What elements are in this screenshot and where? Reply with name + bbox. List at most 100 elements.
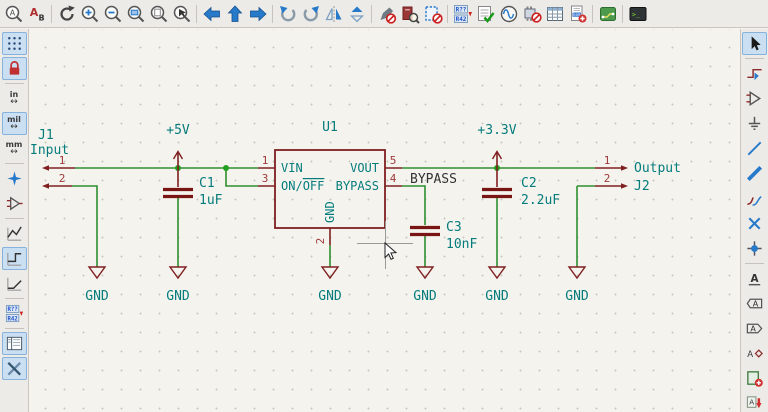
zoom-selection-button[interactable]	[171, 2, 193, 25]
power-symbol-5v[interactable]: +5V	[166, 123, 190, 168]
hierarchical-label-button[interactable]: A	[742, 317, 767, 340]
highlight-net-button[interactable]	[742, 62, 767, 85]
zoom-page-button[interactable]	[148, 2, 170, 25]
unit-mil-button[interactable]: mil↔	[1, 112, 27, 135]
zoom-out-icon	[104, 5, 121, 22]
import-sheet-pin-button[interactable]: A	[742, 392, 767, 412]
toolbar-separator	[272, 4, 273, 23]
svg-text:GND: GND	[318, 289, 342, 304]
toolbar-separator	[4, 163, 24, 164]
lock-button[interactable]	[1, 57, 27, 80]
place-sheet-button[interactable]	[742, 367, 767, 390]
place-wire-button[interactable]	[742, 137, 767, 160]
connector-j2[interactable]: 1 2 Output J2	[595, 154, 681, 194]
annotate-auto-button[interactable]: R?? R42	[2, 302, 27, 325]
cursor-shape-button[interactable]	[2, 167, 27, 190]
toolbar-separator	[4, 218, 24, 219]
unit-inch-button[interactable]: in↔	[2, 87, 27, 110]
edit-disabled-button[interactable]	[376, 2, 398, 25]
place-sheet-icon	[747, 371, 763, 387]
assign-footprints-button[interactable]	[521, 2, 543, 25]
place-power-button[interactable]	[742, 112, 767, 135]
place-bus-button[interactable]	[742, 162, 767, 185]
right-angle-icon	[6, 252, 21, 266]
zoom-selection-icon	[173, 5, 190, 22]
zoom-out-button[interactable]	[102, 2, 124, 25]
grid-toggle-button[interactable]	[1, 32, 27, 55]
nav-up-button[interactable]	[224, 2, 246, 25]
refresh-button[interactable]	[56, 2, 78, 25]
schematic-drawing: J1 Input 1 2 +5V C1 1uF	[30, 120, 681, 304]
simulator-button[interactable]	[498, 2, 520, 25]
hidden-pins-button[interactable]	[2, 192, 27, 215]
lock-icon	[9, 61, 19, 75]
angle-45-icon	[6, 277, 22, 291]
capacitor-c1[interactable]: C1 1uF	[163, 168, 223, 208]
svg-text:GND: GND	[565, 289, 589, 304]
fields-table-button[interactable]	[544, 2, 566, 25]
no-connect-button[interactable]	[742, 212, 767, 235]
gnd-symbols[interactable]	[87, 266, 587, 280]
open-pcbnew-button[interactable]	[597, 2, 619, 25]
bus-entry-button[interactable]	[742, 187, 767, 210]
no-connect-icon	[748, 217, 761, 230]
text-size-button[interactable]: A B	[26, 2, 48, 25]
junction-button[interactable]	[742, 237, 767, 260]
sheet-disabled-button[interactable]	[422, 2, 444, 25]
toolbar-separator	[447, 4, 448, 23]
zoom-fit-button[interactable]	[125, 2, 147, 25]
top-toolbar: A A B	[0, 0, 768, 28]
wire-free-angle-button[interactable]	[2, 222, 27, 245]
tools-icon	[7, 361, 21, 376]
svg-text:GND: GND	[323, 201, 337, 223]
unit-mm-button[interactable]: mm↔	[2, 137, 27, 160]
left-toolbar: in↔ mil↔ mm↔	[0, 29, 29, 412]
place-bus-icon	[746, 165, 763, 182]
nav-left-button[interactable]	[201, 2, 223, 25]
schematic-canvas[interactable]: J1 Input 1 2 +5V C1 1uF	[30, 29, 740, 412]
place-symbol-button[interactable]	[742, 87, 767, 110]
hidden-pins-icon	[6, 196, 23, 211]
wire-45-button[interactable]	[2, 272, 27, 295]
toolbar-separator	[622, 4, 623, 23]
library-browser-button[interactable]	[399, 2, 421, 25]
capacitor-c2[interactable]: C2 2.2uF	[482, 168, 560, 208]
net-label-bypass[interactable]: BYPASS	[410, 172, 457, 187]
zoom-in-button[interactable]	[79, 2, 101, 25]
wire-hv-button[interactable]	[1, 247, 27, 270]
nav-right-button[interactable]	[247, 2, 269, 25]
svg-text:J1: J1	[38, 128, 54, 143]
wires[interactable]	[72, 167, 595, 267]
ic-u1[interactable]: U1 1 3 5 4 2 VIN ON/OFF VOUT BYPASS GND	[258, 120, 402, 245]
rotate-ccw-button[interactable]	[277, 2, 299, 25]
global-label-button[interactable]: A	[742, 292, 767, 315]
svg-text:GND: GND	[85, 289, 109, 304]
svg-text:+5V: +5V	[166, 123, 190, 138]
svg-text:+3.3V: +3.3V	[477, 123, 516, 138]
svg-text:VIN: VIN	[281, 161, 303, 175]
connector-j1[interactable]: J1 Input 1 2	[30, 128, 75, 189]
sheet-pin-button[interactable]: A	[742, 342, 767, 365]
svg-text:GND: GND	[413, 289, 437, 304]
rotate-cw-button[interactable]	[300, 2, 322, 25]
svg-text:A: A	[9, 8, 15, 17]
gnd-labels: GND GND GND GND GND GND	[85, 289, 589, 304]
capacitor-c3[interactable]: C3 10nF	[410, 220, 477, 252]
annotate-button[interactable]: R?? R42	[452, 2, 474, 25]
tools-button[interactable]	[1, 357, 27, 380]
generate-bom-button[interactable]: bom	[567, 2, 589, 25]
mirror-vertical-button[interactable]	[346, 2, 368, 25]
power-symbol-3v3[interactable]: +3.3V	[477, 123, 517, 168]
zoom-auto-button[interactable]: A	[3, 2, 25, 25]
console-icon: >_	[629, 6, 646, 21]
library-browser-icon	[402, 6, 420, 24]
net-label-button[interactable]: A	[742, 267, 767, 290]
mirror-horizontal-button[interactable]	[323, 2, 345, 25]
svg-text:Input: Input	[30, 143, 69, 158]
erc-check-button[interactable]	[475, 2, 497, 25]
bom-icon: bom	[570, 5, 586, 22]
hierarchy-panel-button[interactable]	[1, 332, 27, 355]
select-tool-button[interactable]	[742, 32, 767, 55]
svg-text:A: A	[29, 6, 38, 19]
scripting-console-button[interactable]: >_	[627, 2, 649, 25]
